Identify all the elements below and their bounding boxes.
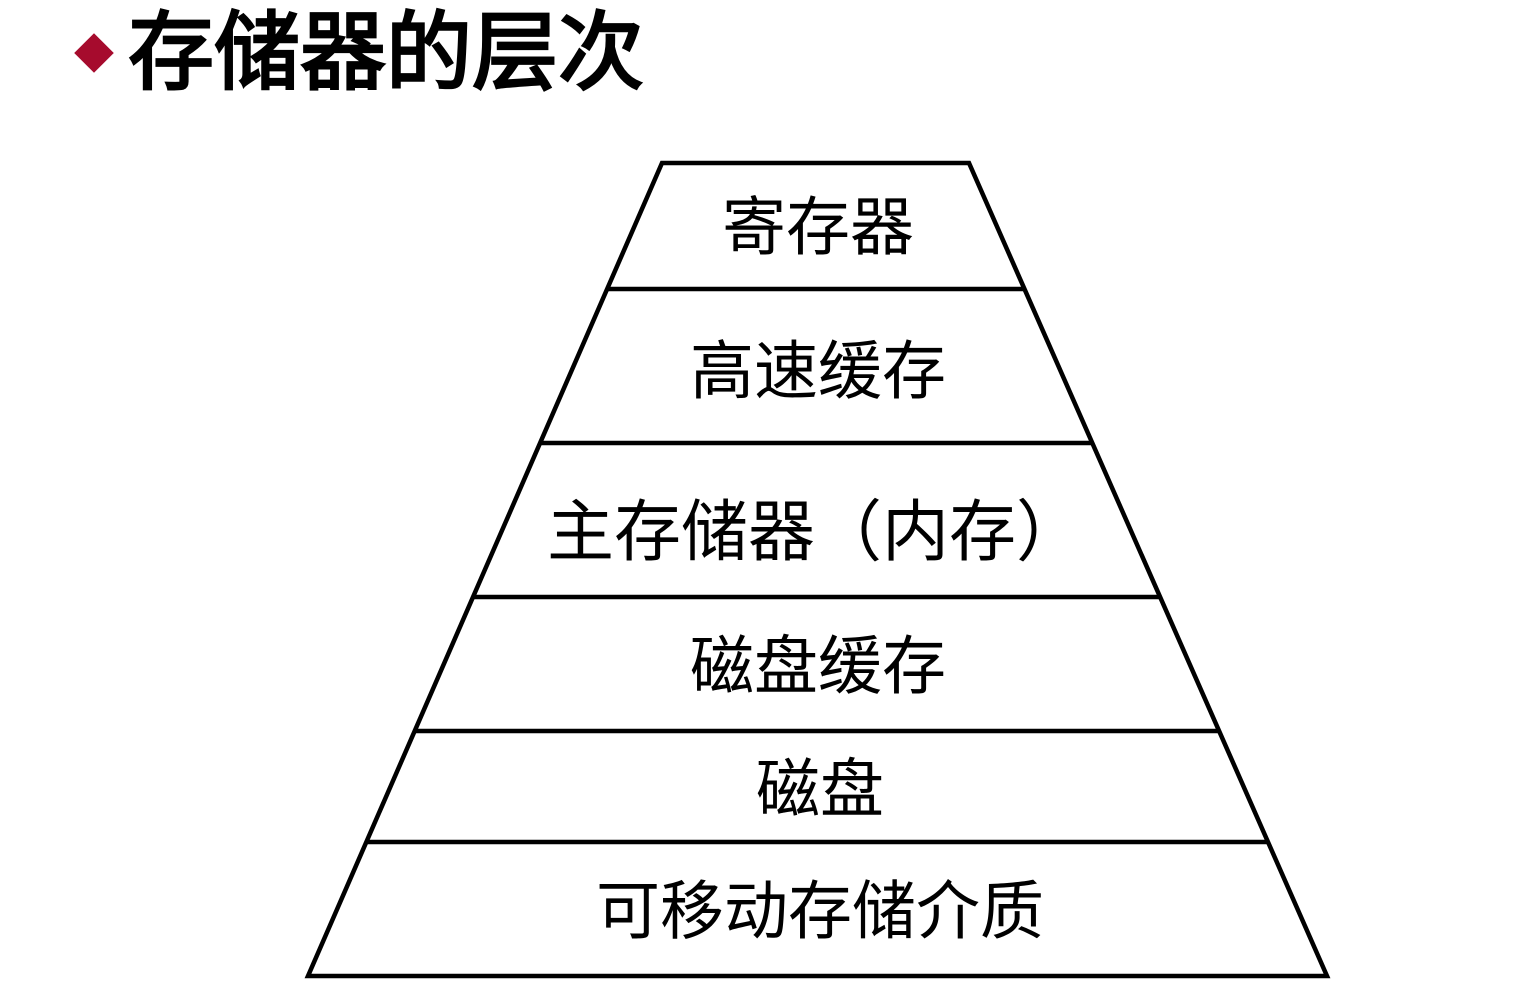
- pyramid-level-label-cache: 高速缓存: [690, 337, 946, 408]
- pyramid-outline: [304, 160, 1331, 979]
- slide-title: 存储器的层次: [128, 5, 644, 101]
- pyramid-level-label-disk: 磁盘: [756, 755, 884, 826]
- pyramid-level-label-disk-cache: 磁盘缓存: [690, 632, 946, 703]
- pyramid-level-label-removable-media: 可移动存储介质: [596, 877, 1044, 948]
- slide-title-row: 存储器的层次: [0, 0, 1527, 130]
- pyramid-level-label-registers: 寄存器: [722, 193, 914, 264]
- pyramid-level-label-main-memory: 主存储器（内存）: [547, 496, 1083, 570]
